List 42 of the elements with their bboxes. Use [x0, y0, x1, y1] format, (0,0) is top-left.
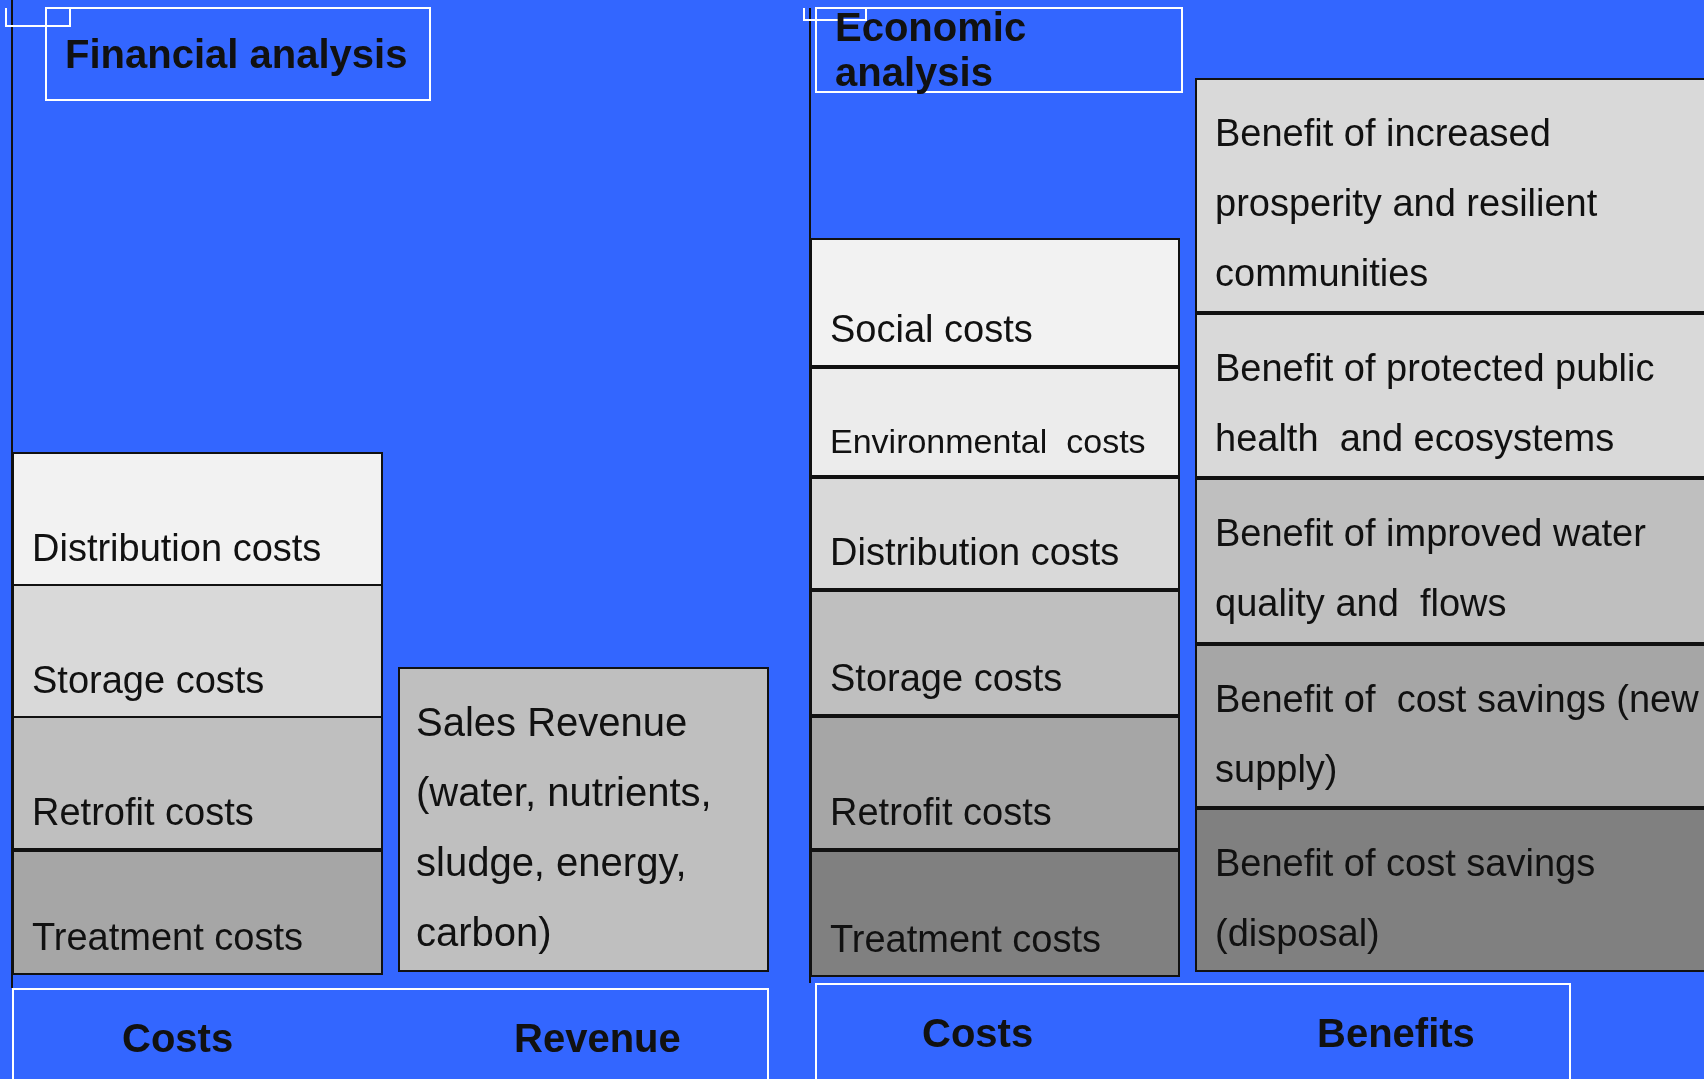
axis-label: Costs — [122, 1015, 234, 1061]
block-label: Environmental costs — [830, 422, 1146, 461]
block-label: Storage costs — [32, 659, 265, 702]
benefit-block — [1195, 478, 1704, 644]
cost-block — [810, 367, 1180, 477]
block-label: Distribution costs — [830, 531, 1120, 574]
benefit-block — [1195, 313, 1704, 478]
block-label: Social costs — [830, 308, 1033, 351]
block-label: Benefit of increased prosperity and resilient communities — [1215, 111, 1599, 296]
cost-block — [12, 584, 383, 718]
block-label: Treatment costs — [830, 918, 1101, 961]
block-label: Retrofit costs — [830, 791, 1052, 834]
cost-block — [810, 590, 1180, 716]
cost-block — [810, 850, 1180, 977]
cost-block — [810, 238, 1180, 367]
block-label: Sales Revenue (water, nutrients, sludge, energy, carbon) — [416, 699, 713, 956]
heading-box — [815, 7, 1183, 93]
axis-label: Benefits — [1317, 1010, 1475, 1056]
block-label: Distribution costs — [32, 527, 322, 570]
benefit-block — [1195, 78, 1704, 313]
axis-label: Costs — [922, 1010, 1034, 1056]
block-label: Treatment costs — [32, 916, 303, 959]
cost-block — [12, 716, 383, 850]
cost-block — [810, 716, 1180, 850]
block-label: Benefit of protected public health and ecosystems — [1215, 346, 1656, 461]
block-label: Benefit of cost savings (disposal) — [1215, 841, 1597, 956]
axis-label-bar — [815, 983, 1571, 1079]
axis-label-bar — [12, 988, 769, 1079]
revenue-block — [398, 667, 769, 972]
block-label: Benefit of cost savings (new supply) — [1215, 677, 1700, 792]
block-label: Storage costs — [830, 657, 1063, 700]
block-label: Benefit of improved water quality and flows — [1215, 511, 1647, 626]
block-label: Retrofit costs — [32, 791, 254, 834]
benefit-block — [1195, 644, 1704, 808]
benefit-block — [1195, 808, 1704, 972]
cost-block — [12, 850, 383, 975]
cost-block — [810, 477, 1180, 590]
heading-box — [45, 7, 431, 101]
heading-text: Financial analysis — [65, 31, 408, 77]
heading-text: Economic analysis — [835, 5, 1028, 95]
axis-label: Revenue — [514, 1015, 681, 1061]
cost-block — [12, 452, 383, 586]
